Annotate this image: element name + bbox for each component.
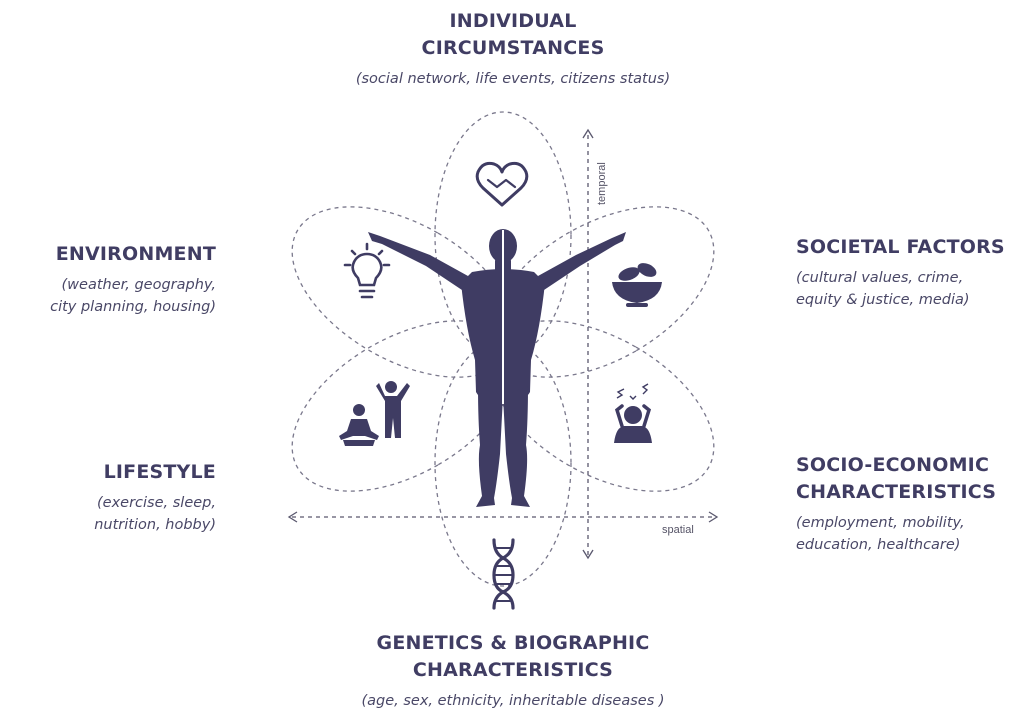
genetics-title-line2: CHARACTERISTICS <box>412 659 614 681</box>
dna-icon <box>492 538 515 610</box>
socio-economic-title-line1: SOCIO-ECONOMIC <box>796 454 990 476</box>
genetics-title-line1: GENETICS & BIOGRAPHIC <box>376 632 650 654</box>
environment-title: ENVIRONMENT <box>55 243 216 265</box>
lifestyle-subtitle-line1: (exercise, sleep, <box>97 495 216 511</box>
socio-economic-label: SOCIO-ECONOMIC CHARACTERISTICS (employme… <box>796 452 1024 556</box>
temporal-axis-label: temporal <box>596 162 608 205</box>
lifestyle-title: LIFESTYLE <box>103 461 216 483</box>
lightbulb-icon <box>343 242 391 299</box>
socio-economic-subtitle-line1: (employment, mobility, <box>796 515 965 531</box>
environment-subtitle-line2: city planning, housing) <box>50 299 216 315</box>
societal-factors-label: SOCIETAL FACTORS (cultural values, crime… <box>796 234 1024 311</box>
axes-group <box>292 134 714 555</box>
genetics-subtitle: (age, sex, ethnicity, inheritable diseas… <box>361 693 665 709</box>
individual-subtitle: (social network, life events, citizens s… <box>355 71 671 87</box>
lifestyle-label: LIFESTYLE (exercise, sleep, nutrition, h… <box>0 459 216 536</box>
socio-economic-title-line2: CHARACTERISTICS <box>796 481 997 503</box>
heart-handshake-icon <box>475 161 529 207</box>
socio-economic-subtitle: (employment, mobility, education, health… <box>796 512 1024 556</box>
socio-economic-subtitle-line2: education, healthcare) <box>796 537 961 553</box>
individual-circumstances-label: INDIVIDUAL CIRCUMSTANCES (social network… <box>313 8 713 90</box>
stressed-person-icon <box>614 383 652 443</box>
individual-title-line1: INDIVIDUAL <box>449 10 577 32</box>
food-bowl-icon <box>612 263 662 307</box>
societal-subtitle-line2: equity & justice, media) <box>796 292 970 308</box>
spatial-arrow-right <box>708 511 719 523</box>
environment-subtitle-line1: (weather, geography, <box>61 277 216 293</box>
societal-subtitle-line1: (cultural values, crime, <box>796 270 964 286</box>
individual-title-line2: CIRCUMSTANCES <box>421 37 605 59</box>
spatial-arrow-left <box>287 511 298 523</box>
temporal-arrow-up <box>582 128 594 139</box>
lifestyle-subtitle: (exercise, sleep, nutrition, hobby) <box>0 492 216 536</box>
genetics-label: GENETICS & BIOGRAPHIC CHARACTERISTICS (a… <box>313 630 713 712</box>
exercise-people-icon <box>339 381 410 446</box>
spatial-axis-label: spatial <box>662 524 694 536</box>
temporal-arrow-down <box>582 549 594 560</box>
societal-title: SOCIETAL FACTORS <box>796 236 1005 258</box>
lifestyle-subtitle-line2: nutrition, hobby) <box>94 517 216 533</box>
societal-subtitle: (cultural values, crime, equity & justic… <box>796 267 1024 311</box>
environment-subtitle: (weather, geography, city planning, hous… <box>0 274 216 318</box>
environment-label: ENVIRONMENT (weather, geography, city pl… <box>0 241 216 318</box>
